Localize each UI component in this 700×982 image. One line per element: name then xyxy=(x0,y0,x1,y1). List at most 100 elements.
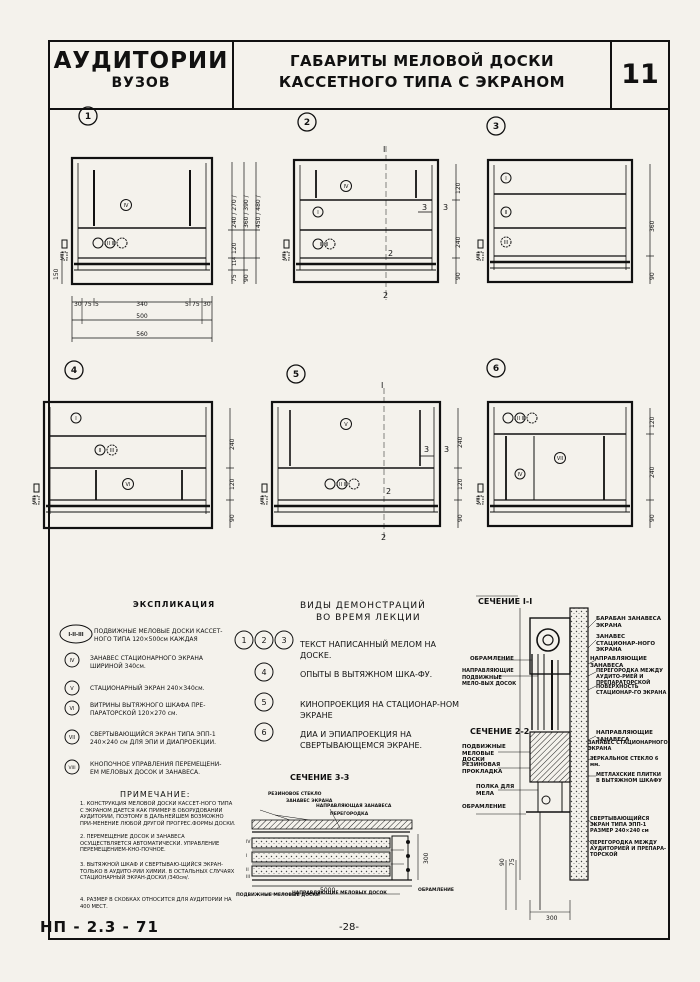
variant-4-marker xyxy=(64,360,84,380)
v3-dim-360: 360 xyxy=(649,220,656,232)
demo-mark-2: 2 xyxy=(261,636,266,645)
v4-board-ii: II xyxy=(99,448,102,454)
v1-dim-75: 75 xyxy=(231,274,238,282)
v5-boards-label: I II III xyxy=(336,482,348,488)
s22-dim-300: 300 xyxy=(546,915,558,922)
s33-screen-curtain: ЗАНАВЕС ЭКРАНА xyxy=(286,798,333,804)
v4-showcase-label: VI xyxy=(126,482,131,488)
section-1-1-drawing xyxy=(519,607,589,881)
v4-board-i: I xyxy=(75,416,76,422)
s22-roll-screen: СВЕРТЫВАЮЩИЙСЯ ЭКРАН ТИПА ЭПП-1 РАЗМЕР 2… xyxy=(590,816,650,834)
variant-2-number: 2 xyxy=(304,118,310,128)
variant-3-number: 3 xyxy=(493,122,499,132)
v6-boards-label: I II III xyxy=(514,416,526,422)
v6-roll-screen-label: VII xyxy=(557,456,563,462)
v1-dim-30-left: 30 xyxy=(74,301,82,308)
variant-2-marker xyxy=(297,112,317,132)
explication-markers xyxy=(59,624,93,775)
explication-item-6: КНОПОЧНОЕ УПРАВЛЕНИЯ ПЕРЕМЕЩЕНИ-ЕМ МЕЛОВ… xyxy=(90,761,222,777)
v5-section-mark-3: 3 xyxy=(424,445,429,454)
note-1: 1. КОНСТРУКЦИЯ МЕЛОВОЙ ДОСКИ КАССЕТ-НОГО… xyxy=(80,801,236,827)
v3-dim-90: 90 xyxy=(649,272,656,280)
variant-5-marker xyxy=(286,364,306,384)
v5-section-mark-bottom: 2 xyxy=(381,533,386,542)
v2-curtain-label: IV xyxy=(344,184,349,190)
explication-item-3: СТАЦИОНАРНЫЙ ЭКРАН 240×340см. xyxy=(90,685,205,692)
v5-button-label: VIII xyxy=(260,496,266,504)
v1-dim-90: 90 xyxy=(243,274,250,282)
expl-mark-1: I-II-III xyxy=(68,632,83,638)
variant-6-elevation xyxy=(477,358,654,528)
demonstration-item-1: ТЕКСТ НАПИСАННЫЙ МЕЛОМ НА ДОСКЕ. xyxy=(300,640,437,660)
s22-framing: ОБРАМЛЕНИЕ xyxy=(462,804,506,810)
explication-item-1: ПОДВИЖНЫЕ МЕЛОВЫЕ ДОСКИ КАССЕТ-НОГО ТИПА… xyxy=(94,628,223,644)
series-title: АУДИТОРИИ xyxy=(53,48,229,74)
v6-curtain-label: IV xyxy=(518,472,523,478)
v1-dim-5-right: 5 xyxy=(185,301,189,308)
variant-5-elevation xyxy=(261,364,462,540)
notes-title: ПРИМЕЧАНИЕ: xyxy=(120,790,191,799)
v2-section-mark-bottom: 2 xyxy=(383,291,388,300)
s22-shelf: ПОЛКА ДЛЯ МЕЛА xyxy=(476,784,515,797)
v4-board-iii: III xyxy=(110,448,114,454)
v1-dim-5-left: 5 xyxy=(95,301,99,308)
variant-1-marker xyxy=(78,106,98,126)
s33-partition: ПЕРЕГОРОДКА xyxy=(330,811,369,817)
s11-guides-curtain: НАПРАВЛЯЮЩИЕ ЗАНАВЕСА xyxy=(590,656,647,669)
variant-1-elevation xyxy=(61,106,260,342)
demo-mark-1: 1 xyxy=(241,636,246,645)
s22-partition: ПЕРЕГОРОДКА МЕЖДУ АУДИТОРИЕЙ И ПРЕПАРА-Т… xyxy=(590,840,667,858)
explication-block: ЭКСПЛИКАЦИЯ xyxy=(94,600,254,611)
variant-6-marker xyxy=(486,358,506,378)
v3-board-iii: III xyxy=(504,240,508,246)
variant-1-number: 1 xyxy=(85,112,91,122)
variant-5-number: 5 xyxy=(293,370,299,380)
s33-moving-boards: ПОДВИЖНЫЕ МЕЛОВЫЕ ДОСКИ xyxy=(236,892,320,898)
s11-moving-boards: ПОДВИЖНЫЕ МЕЛО-ВЫХ ДОСОК xyxy=(462,675,517,687)
s22-dim-75: 75 xyxy=(509,858,516,866)
v1-dim-560: 560 xyxy=(136,331,148,338)
v2-button-label: VIII xyxy=(282,252,288,260)
variant-4-number: 4 xyxy=(71,366,77,376)
v1-dim-500: 500 xyxy=(136,313,148,320)
s11-drum: БАРАБАН ЗАНАВЕСА ЭКРАНА xyxy=(596,616,661,629)
note-4: 4. РАЗМЕР В СКОБКАХ ОТНОСИТСЯ ДЛЯ АУДИТО… xyxy=(80,897,232,910)
v2-board-label: I xyxy=(317,210,318,216)
demonstrations-title-2: ВО ВРЕМЯ ЛЕКЦИИ xyxy=(316,613,421,623)
v1-boards-label: I II III xyxy=(104,241,116,247)
demo-mark-4: 4 xyxy=(261,668,266,677)
demonstration-markers xyxy=(234,630,294,742)
v2-section-mark-top: I xyxy=(383,145,385,154)
v4-button-label: VIII xyxy=(32,496,38,504)
s33-mark-iii: III xyxy=(246,874,250,880)
series-subtitle: ВУЗОВ xyxy=(111,75,171,91)
explication-item-5: СВЕРТЫВАЮЩИЙСЯ ЭКРАН ТИПА ЭПП-1 240×240 … xyxy=(90,731,217,747)
s22-moving-boards: ПОДВИЖНЫЕ МЕЛОВЫЕ ДОСКИ xyxy=(462,744,506,764)
sheet-title-line2: КАССЕТНОГО ТИПА С ЭКРАНОМ xyxy=(278,73,566,91)
v5-section-mark-3b: 3 xyxy=(444,445,449,454)
variant-2-elevation xyxy=(283,112,460,300)
drawing-sheet: АУДИТОРИИ ВУЗОВ ГАБАРИТЫ МЕЛОВОЙ ДОСКИ К… xyxy=(48,40,670,940)
v1-dim-b: 360 / 390 / xyxy=(243,194,250,228)
variant-3-marker xyxy=(486,116,506,136)
v2-section-mark-3b: 3 xyxy=(443,203,448,212)
v3-board-i: I xyxy=(505,176,506,182)
page-number: -28- xyxy=(339,922,359,933)
explication-item-2: ЗАНАВЕС СТАЦИОНАРНОГО ЭКРАНА ШИРИНОЙ 340… xyxy=(90,655,203,671)
variant-4-elevation xyxy=(33,360,234,530)
s22-rubber: РЕЗИНОВАЯ ПРОКЛАДКА xyxy=(462,762,503,775)
demo-mark-5: 5 xyxy=(261,698,266,707)
s11-partition: ПЕРЕГОРОДКА МЕЖДУ АУДИТО-РИЕЙ И ПРЕПАРАТ… xyxy=(596,668,664,686)
v1-dim-c: 450 / 480 / xyxy=(255,194,262,228)
s33-mark-i: I xyxy=(246,853,247,859)
variant-6-number: 6 xyxy=(493,364,499,374)
v5-dim-90: 90 xyxy=(457,514,464,522)
v1-dim-340: 340 xyxy=(136,301,148,308)
v3-button-label: VIII xyxy=(476,252,482,260)
demonstration-item-2: ОПЫТЫ В ВЫТЯЖНОМ ШКА-ФУ. xyxy=(300,670,433,679)
section-3-3-drawing xyxy=(251,808,419,895)
v5-screen-label: V xyxy=(344,422,348,428)
v1-button-label: VIII xyxy=(60,252,66,260)
demonstration-item-4: ДИА И ЭПИАПРОЕКЦИЯ НА СВЕРТЫВАЮЩЕМСЯ ЭКР… xyxy=(300,730,423,750)
v1-dim-120: 120 xyxy=(231,242,238,254)
